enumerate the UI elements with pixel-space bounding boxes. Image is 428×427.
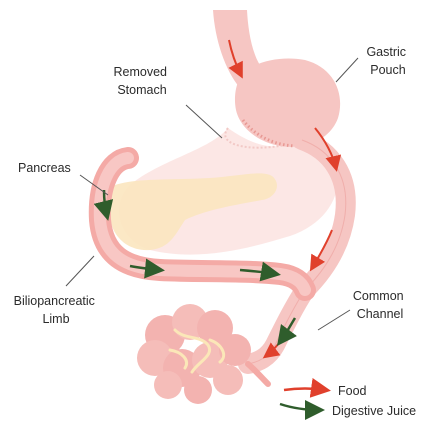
label-pancreas: Pancreas <box>18 161 71 175</box>
label-gastric-pouch: Gastric Pouch <box>366 45 409 77</box>
colon-cluster <box>137 304 268 404</box>
label-common-channel: Common Channel <box>353 289 407 321</box>
label-biliopancreatic-limb: Biliopancreatic Limb <box>14 294 99 326</box>
legend: Food Digestive Juice <box>280 384 416 418</box>
legend-food-arrow <box>284 389 326 391</box>
legend-juice-arrow <box>280 404 320 410</box>
label-removed-stomach: Removed Stomach <box>114 65 171 97</box>
gastric-pouch-shape <box>235 58 340 146</box>
legend-juice-label: Digestive Juice <box>332 404 416 418</box>
legend-food-label: Food <box>338 384 367 398</box>
